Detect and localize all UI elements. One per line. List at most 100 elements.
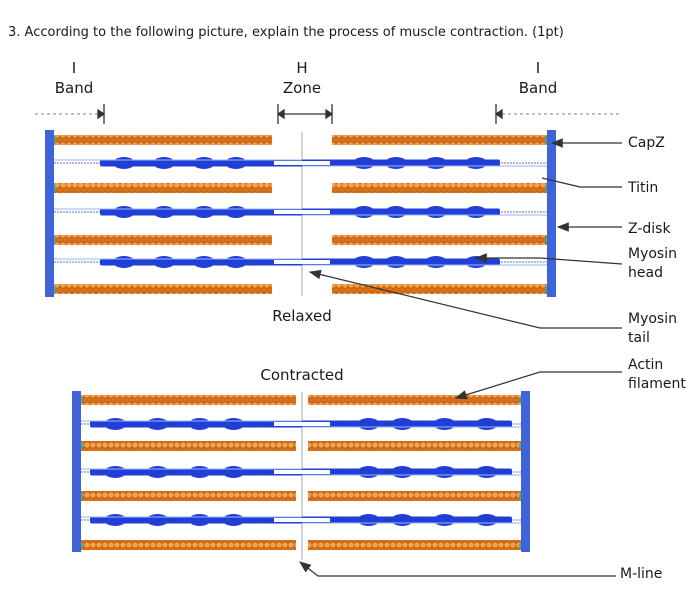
m-line-label: M-line [620,566,662,582]
myosin-head [225,157,247,169]
svg-text:Actin: Actin [628,357,663,373]
contracted-label: Contracted [260,366,343,384]
svg-text:Myosin: Myosin [628,311,677,327]
myosin-head [222,418,245,430]
myosin-head [385,157,407,169]
question-text: 3. According to the following picture, e… [8,25,564,40]
actin-filament [78,441,296,451]
myosin-head [391,514,414,526]
myosin-head [357,418,380,430]
actin-filament [308,441,524,451]
bare-zone [274,260,330,264]
svg-text:Band: Band [55,79,94,97]
myosin-head [113,206,135,218]
capz-label: CapZ [628,135,665,151]
myosin-head [433,418,456,430]
actin-filament [78,491,296,501]
myosin-head [385,206,407,218]
myosin-head [146,418,169,430]
myosin-head [425,256,447,268]
myosin-head [385,256,407,268]
actin-filament [308,395,524,405]
myosin-head [153,157,175,169]
z-disk [72,391,81,552]
myosin-head-label: Myosin head [628,246,677,281]
myosin-head [104,466,127,478]
actin-filament [332,235,550,245]
z-disk [547,130,556,297]
band-markers [35,104,620,124]
myosin-head [225,256,247,268]
actin-filament [332,135,550,145]
myosin-head [425,157,447,169]
myosin-head [193,157,215,169]
actin-filament [51,235,272,245]
myosin-head [433,514,456,526]
contracted-sarcomere [72,391,530,560]
myosin-head [475,514,498,526]
myosin-head [188,466,211,478]
actin-filament [332,183,550,193]
actin-filament [78,395,296,405]
actin-filament [51,183,272,193]
titin-label: Titin [627,180,658,196]
svg-text:H: H [296,59,307,77]
bare-zone [274,161,330,165]
actin-filament [51,135,272,145]
z-disk-label: Z-disk [628,221,671,237]
z-disk [521,391,530,552]
relaxed-sarcomere [45,130,556,297]
myosin-head [153,206,175,218]
myosin-head [113,256,135,268]
myosin-head [357,514,380,526]
myosin-head [425,206,447,218]
svg-text:Zone: Zone [283,79,321,97]
svg-text:I: I [536,59,540,77]
actin-filament [308,540,524,550]
actin-filament [332,284,550,294]
z-disk [45,130,54,297]
myosin-head [465,206,487,218]
svg-text:tail: tail [628,330,650,346]
myosin-head [193,256,215,268]
i-band-right-label: I Band [519,59,558,97]
svg-text:filament: filament [628,376,686,392]
bare-zone [274,422,330,426]
myosin-head [391,466,414,478]
myosin-head [193,206,215,218]
myosin-head [188,418,211,430]
bare-zone [274,470,330,474]
myosin-head [391,418,414,430]
myosin-head [153,256,175,268]
relaxed-label: Relaxed [272,307,332,325]
actin-filament [51,284,272,294]
myosin-head [146,466,169,478]
myosin-head [475,466,498,478]
myosin-head [433,466,456,478]
myosin-head [465,157,487,169]
myosin-head [353,157,375,169]
myosin-head [353,206,375,218]
myosin-head [222,514,245,526]
bare-zone [274,210,330,214]
actin-filament [78,540,296,550]
myosin-head [225,206,247,218]
myosin-head [475,418,498,430]
leader-lines [299,138,623,577]
actin-filament [308,491,524,501]
svg-text:head: head [628,265,663,281]
myosin-head [188,514,211,526]
i-band-left-label: I Band [55,59,94,97]
svg-text:Myosin: Myosin [628,246,677,262]
myosin-head [353,256,375,268]
svg-text:Band: Band [519,79,558,97]
myosin-head [357,466,380,478]
myosin-head [104,418,127,430]
h-zone-label: H Zone [283,59,321,97]
myosin-head [113,157,135,169]
myosin-head [104,514,127,526]
actin-filament-label: Actin filament [628,357,686,392]
myosin-head [222,466,245,478]
myosin-tail-label: Myosin tail [628,311,677,346]
